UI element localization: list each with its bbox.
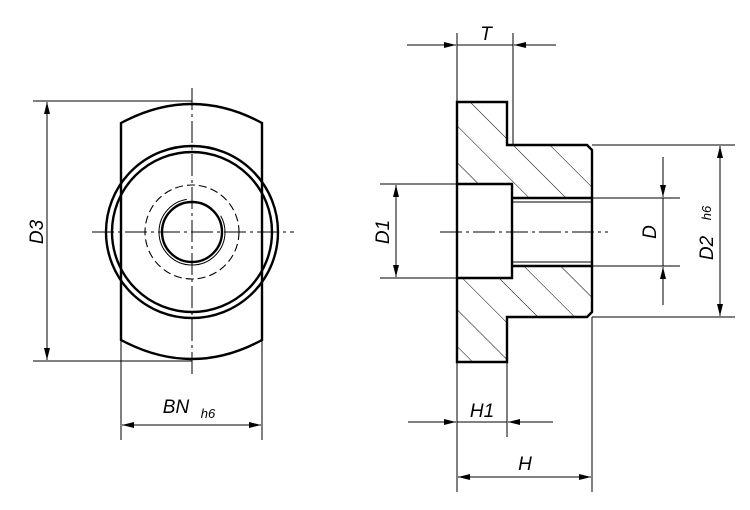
hatched-section-top: [457, 102, 592, 198]
front-view: D3 BN h6: [27, 88, 294, 440]
label-d2: D2: [697, 235, 718, 260]
dimension-d: D: [592, 157, 680, 305]
part-outline: [455, 100, 594, 364]
dimension-d2: D2 h6: [592, 144, 735, 318]
label-h: H: [518, 454, 532, 475]
label-d2-tolerance: h6: [699, 205, 714, 220]
label-bn-tolerance: h6: [201, 406, 216, 421]
label-h1: H1: [470, 401, 494, 422]
counterbore-outline: [457, 182, 514, 280]
label-d: D: [640, 225, 661, 239]
label-bn: BN: [163, 397, 190, 418]
label-t: T: [480, 24, 493, 45]
section-view: T D1 D D2 h6: [373, 24, 735, 492]
hatched-section-bottom: [457, 266, 592, 362]
dimension-t: T: [407, 24, 556, 145]
label-d3: D3: [27, 219, 48, 244]
label-d1: D1: [373, 220, 394, 244]
dimension-h1: H1: [408, 362, 553, 492]
dimension-bn: BN h6: [120, 340, 263, 440]
dimension-d3: D3: [27, 100, 192, 362]
dimension-h: H: [458, 317, 593, 492]
dimension-d1: D1: [373, 183, 457, 279]
